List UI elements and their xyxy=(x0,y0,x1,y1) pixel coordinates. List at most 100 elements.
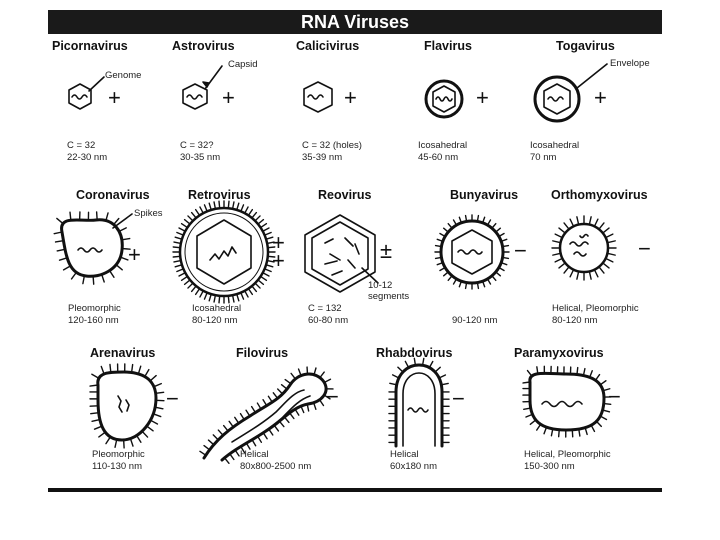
filovirus-spike xyxy=(276,388,284,395)
coronavirus-spike xyxy=(53,231,63,235)
bunyavirus-spike xyxy=(442,227,449,233)
filovirus-spike xyxy=(199,450,207,456)
flavirus-icon xyxy=(424,79,464,119)
retrovirus-spike xyxy=(251,285,258,293)
filovirus-sign: − xyxy=(326,384,339,409)
retrovirus-spike xyxy=(187,215,194,222)
rhabdovirus-spike xyxy=(428,360,434,369)
coronavirus-spike xyxy=(69,211,72,221)
filovirus-spike xyxy=(313,367,317,376)
bunyavirus-spike xyxy=(481,216,486,224)
orthomyxovirus-icon xyxy=(558,222,610,274)
coronavirus-spike xyxy=(108,269,115,278)
filovirus-spike xyxy=(223,457,230,464)
rhabdovirus-spike xyxy=(389,382,398,386)
bunyavirus-spike xyxy=(501,244,510,248)
capsid-annotation: Capsid xyxy=(228,59,258,70)
orthomyxovirus-spike xyxy=(602,262,610,269)
filovirus-spike xyxy=(283,416,290,424)
coronavirus-spike xyxy=(92,275,95,285)
spikes-annotation: Spikes xyxy=(134,208,163,219)
retrovirus-spike xyxy=(240,204,245,213)
paramyxovirus-spike xyxy=(584,426,588,436)
orthomyxovirus-caption: Helical, Pleomorphic 80-120 nm xyxy=(552,303,639,326)
retrovirus-spike xyxy=(213,294,217,303)
orthomyxovirus-spike xyxy=(606,240,616,244)
orthomyxovirus-spike xyxy=(554,233,564,239)
filovirus-spike xyxy=(297,368,302,377)
flavirus-sign: + xyxy=(476,85,489,110)
bunyavirus-spike xyxy=(498,232,505,238)
retrovirus-spike xyxy=(265,236,274,240)
rhabdovirus-spike xyxy=(434,366,441,373)
togavirus-sign: + xyxy=(594,85,607,110)
filovirus-spike xyxy=(257,435,263,444)
filovirus-spike xyxy=(229,453,235,461)
retrovirus-spike xyxy=(190,211,197,219)
rhabdovirus-caption: Helical 60x180 nm xyxy=(390,449,438,472)
bunyavirus-spike xyxy=(491,275,497,282)
filovirus-spike xyxy=(251,439,257,447)
bunyavirus-spike xyxy=(452,278,458,285)
bunyavirus-spike xyxy=(481,280,486,288)
bunyavirus-spike xyxy=(436,238,444,243)
bunyavirus-spike xyxy=(439,266,446,272)
retrovirus-spike xyxy=(263,268,272,273)
retrovirus-spike xyxy=(176,231,185,236)
astrovirus-sign: + xyxy=(222,85,235,110)
arenavirus-sign: − xyxy=(166,386,179,411)
retrovirus-spike xyxy=(178,272,186,277)
filovirus-spike xyxy=(273,424,280,432)
coronavirus-spike xyxy=(121,237,131,241)
arenavirus-spike xyxy=(154,391,165,395)
retrovirus-spike xyxy=(190,285,197,293)
paramyxovirus-sign: − xyxy=(608,384,621,409)
paramyxovirus-spike xyxy=(536,423,542,431)
orthomyxovirus-spike xyxy=(593,218,599,228)
retrovirus-spike xyxy=(240,291,245,300)
orthomyxovirus-spike xyxy=(593,268,599,278)
paramyxovirus-spike xyxy=(599,380,607,386)
paramyxovirus-spike xyxy=(603,402,612,405)
bunyavirus-spike xyxy=(501,256,510,260)
paramyxovirus-spike xyxy=(536,366,539,375)
retrovirus-spike xyxy=(203,204,208,213)
flavirus-caption: Icosahedral 45-60 nm xyxy=(418,140,468,163)
bunyavirus-icon xyxy=(439,219,505,285)
retrovirus-spike xyxy=(187,282,194,289)
coronavirus-spike xyxy=(112,217,120,226)
retrovirus-spike xyxy=(194,208,201,217)
bunyavirus-spike xyxy=(434,244,443,248)
coronavirus-caption: Pleomorphic 120-160 nm xyxy=(68,303,121,326)
orthomyxovirus-spike xyxy=(558,227,566,234)
arenavirus-spike xyxy=(98,431,106,438)
arenavirus-spike xyxy=(144,368,150,378)
genome-annotation: Genome xyxy=(105,70,142,81)
bunyavirus-spike xyxy=(500,238,508,243)
retrovirus-spike xyxy=(257,279,265,286)
arenavirus-spike xyxy=(149,419,159,425)
bunyavirus-label: Bunyavirus xyxy=(450,188,519,202)
retrovirus-spike xyxy=(199,290,204,298)
arenavirus-spike xyxy=(93,425,103,430)
bunyavirus-spike xyxy=(447,222,453,229)
retrovirus-label: Retrovirus xyxy=(188,188,251,202)
orthomyxovirus-spike xyxy=(563,266,570,274)
bunyavirus-spike xyxy=(436,261,444,266)
rhabdovirus-spike xyxy=(413,357,417,366)
rhabdovirus-sign: − xyxy=(452,386,465,411)
retrovirus-spike xyxy=(236,202,240,211)
bunyavirus-spike xyxy=(500,261,508,266)
paramyxovirus-spike xyxy=(578,428,581,437)
coronavirus-spike xyxy=(82,275,86,285)
filovirus-spike xyxy=(280,384,288,390)
orthomyxovirus-spike xyxy=(569,218,575,228)
paramyxovirus-spike xyxy=(594,373,601,381)
retrovirus-spike xyxy=(266,241,275,245)
bunyavirus-spike xyxy=(495,271,502,277)
orthomyxovirus-spike xyxy=(602,227,610,234)
reovirus-icon xyxy=(304,214,379,293)
arenavirus-spike xyxy=(89,384,99,387)
paramyxovirus-spike xyxy=(522,381,531,384)
